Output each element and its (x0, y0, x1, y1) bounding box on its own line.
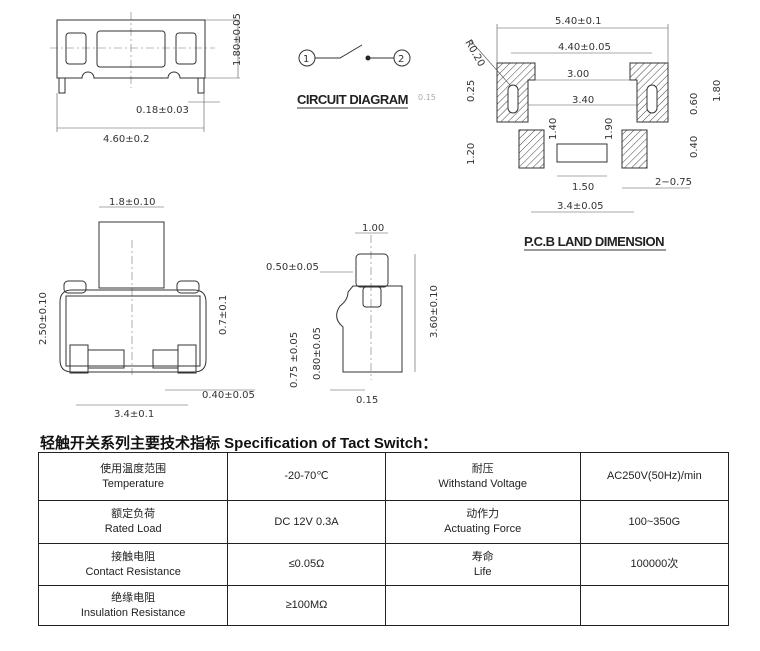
pin-1-label: 1 (303, 54, 309, 65)
dim-0-50: 0.50±0.05 (266, 262, 319, 273)
dim-2-0-75: 2−0.75 (655, 177, 692, 188)
spec-label-en: Rated Load (104, 523, 162, 535)
dim-3-00: 3.00 (567, 69, 589, 80)
spec-value: ≥100MΩ (227, 585, 386, 626)
dim-0-80: 0.80±0.05 (312, 327, 323, 380)
dim-1-00: 1.00 (362, 223, 384, 234)
spec-label: 绝缘电阻 Insulation Resistance (37, 585, 229, 626)
spec-value: -20-70℃ (227, 452, 386, 501)
spec-value: DC 12V 0.3A (227, 500, 386, 544)
spec-row: 接触电阻 Contact Resistance ≤0.05Ω 寿命 Life 100000… (37, 543, 730, 586)
dim-5-40: 5.40±0.1 (555, 16, 602, 27)
dim-3-4-pitch: 3.4±0.1 (114, 409, 154, 420)
dim-width: 4.60±0.2 (103, 134, 150, 145)
spec-label-zh: 动作力 (466, 508, 500, 520)
spec-label-zh: 额定负荷 (111, 508, 156, 520)
pin-2-label: 2 (398, 54, 404, 65)
dim-4-40: 4.40±0.05 (558, 42, 611, 53)
dim-lead: 0.18±0.03 (136, 105, 189, 116)
spec-label-en: Life (473, 565, 492, 578)
spec-label: 动作力 Actuating Force (384, 500, 581, 544)
top-view-drawing: 1.80±0.05 4.60±0.2 0.18±0.03 (50, 12, 243, 145)
dim-0-25: 0.25 (466, 80, 477, 102)
dim-0-40-lead: 0.40±0.05 (202, 390, 255, 401)
spec-value: AC250V(50Hz)/min (579, 452, 730, 501)
spec-value: 100~350G (579, 500, 730, 544)
dim-1-50: 1.50 (572, 182, 594, 193)
dim-0-15: 0.15 (356, 395, 378, 406)
spec-label: 额定负荷 Rated Load (37, 500, 229, 544)
spec-label-en: Insulation Resistance (80, 606, 186, 619)
dim-3-4: 3.4±0.05 (557, 201, 604, 212)
spec-label-zh: 耐压 (471, 462, 494, 475)
spec-label (384, 585, 581, 626)
dim-height: 1.80±0.05 (232, 13, 243, 66)
dim-3-40: 3.40 (572, 95, 594, 106)
dim-2-50: 2.50±0.10 (38, 292, 49, 345)
dim-1-40: 1.40 (548, 118, 559, 140)
spec-value: 100000次 (579, 543, 730, 586)
spec-value: ≤0.05Ω (227, 543, 386, 586)
spec-row: 使用温度范围 Temperature -20-70℃ 耐压 Withstand Volt… (37, 452, 730, 501)
front-view-drawing: 1.8±0.10 2.50±0.10 0.7±0.1 0.40±0.05 3.4… (38, 197, 255, 420)
dim-0-75: 0.75 ±0.05 (289, 332, 300, 388)
dim-0-7: 0.7±0.1 (218, 295, 229, 335)
spec-row: 绝缘电阻 Insulation Resistance ≥100MΩ (37, 585, 730, 626)
spec-row: 额定负荷 Rated Load DC 12V 0.3A 动作力 Actuating Fo… (37, 500, 730, 544)
spec-label-zh: 使用温度范围 (100, 462, 167, 475)
dim-0-40: 0.40 (689, 136, 700, 158)
pcb-land-drawing: 5.40±0.1 4.40±0.05 3.00 3.40 R0.20 0.25 … (462, 16, 723, 251)
spec-value (579, 585, 730, 626)
spec-label-en: Actuating Force (444, 523, 522, 535)
side-view-drawing: 1.00 0.50±0.05 0.75 ±0.05 0.80±0.05 0.15… (266, 223, 440, 406)
spec-label: 使用温度范围 Temperature (37, 452, 229, 501)
spec-label: 寿命 Life (384, 543, 581, 586)
faint-dim: 0.15 (418, 93, 436, 102)
circuit-title: CIRCUIT DIAGRAM (297, 92, 408, 107)
circuit-diagram: 1 2 0.15 CIRCUIT DIAGRAM (297, 44, 436, 109)
dim-1-80: 1.80 (712, 80, 723, 102)
spec-label-zh: 接触电阻 (111, 550, 156, 563)
dim-0-60: 0.60 (689, 93, 700, 115)
dim-1-20: 1.20 (466, 143, 477, 165)
dim-r020: R0.20 (462, 38, 486, 69)
spec-label-en: Withstand Voltage (438, 477, 528, 490)
spec-label-en: Temperature (102, 477, 165, 490)
spec-label-zh: 寿命 (471, 550, 494, 563)
dim-1-90: 1.90 (604, 118, 615, 140)
spec-title: 轻触开关系列主要技术指标 Specification of Tact Switc… (40, 435, 438, 452)
dim-1-8: 1.8±0.10 (109, 197, 156, 208)
spec-label: 接触电阻 Contact Resistance (37, 543, 229, 586)
spec-label-zh: 绝缘电阻 (111, 591, 156, 604)
drawing-canvas: 1.80±0.05 4.60±0.2 0.18±0.03 1 2 0.15 CI… (38, 12, 723, 420)
spec-label: 耐压 Withstand Voltage (384, 452, 581, 501)
pcb-title: P.C.B LAND DIMENSION (524, 234, 664, 249)
spec-label-en: Contact Resistance (85, 565, 181, 578)
spec-table: 使用温度范围 Temperature -20-70℃ 耐压 Withstand Volt… (37, 452, 730, 626)
dim-3-60: 3.60±0.10 (429, 285, 440, 338)
